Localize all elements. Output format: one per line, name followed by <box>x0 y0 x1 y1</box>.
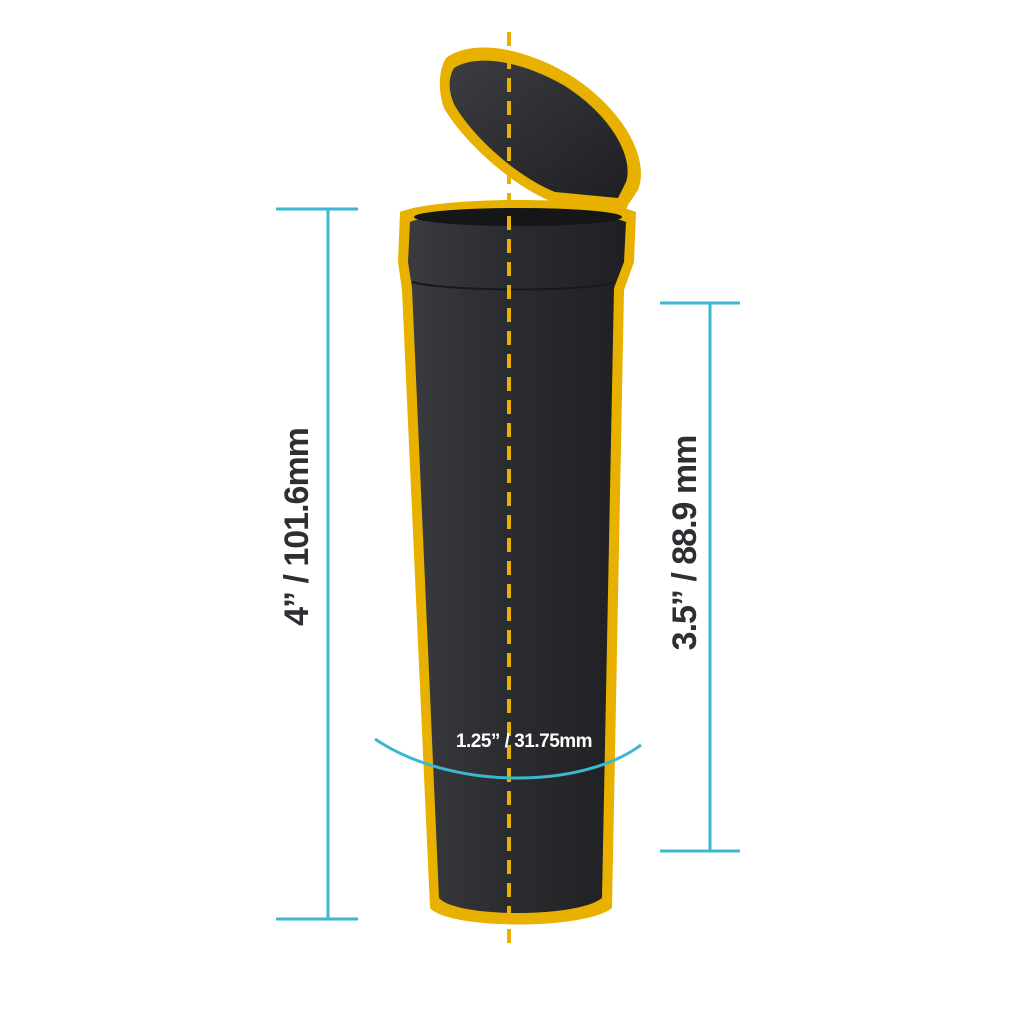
pop-top-tube-icon <box>398 47 641 925</box>
diameter-arc <box>374 737 642 780</box>
total-height-dimension: 4” / 101.6mm <box>276 207 358 921</box>
diameter-label: 1.25” / 31.75mm <box>456 731 592 752</box>
lid <box>449 60 628 199</box>
total-height-label: 4” / 101.6mm <box>278 428 316 626</box>
diameter-dimension: 1.25” / 31.75mm <box>374 731 642 780</box>
tube-opening <box>414 208 622 226</box>
body-height-label: 3.5” / 88.9 mm <box>666 436 704 651</box>
tube-body <box>408 211 626 913</box>
collar-ridge <box>411 281 615 291</box>
body-height-dimension: 3.5” / 88.9 mm <box>660 301 740 853</box>
